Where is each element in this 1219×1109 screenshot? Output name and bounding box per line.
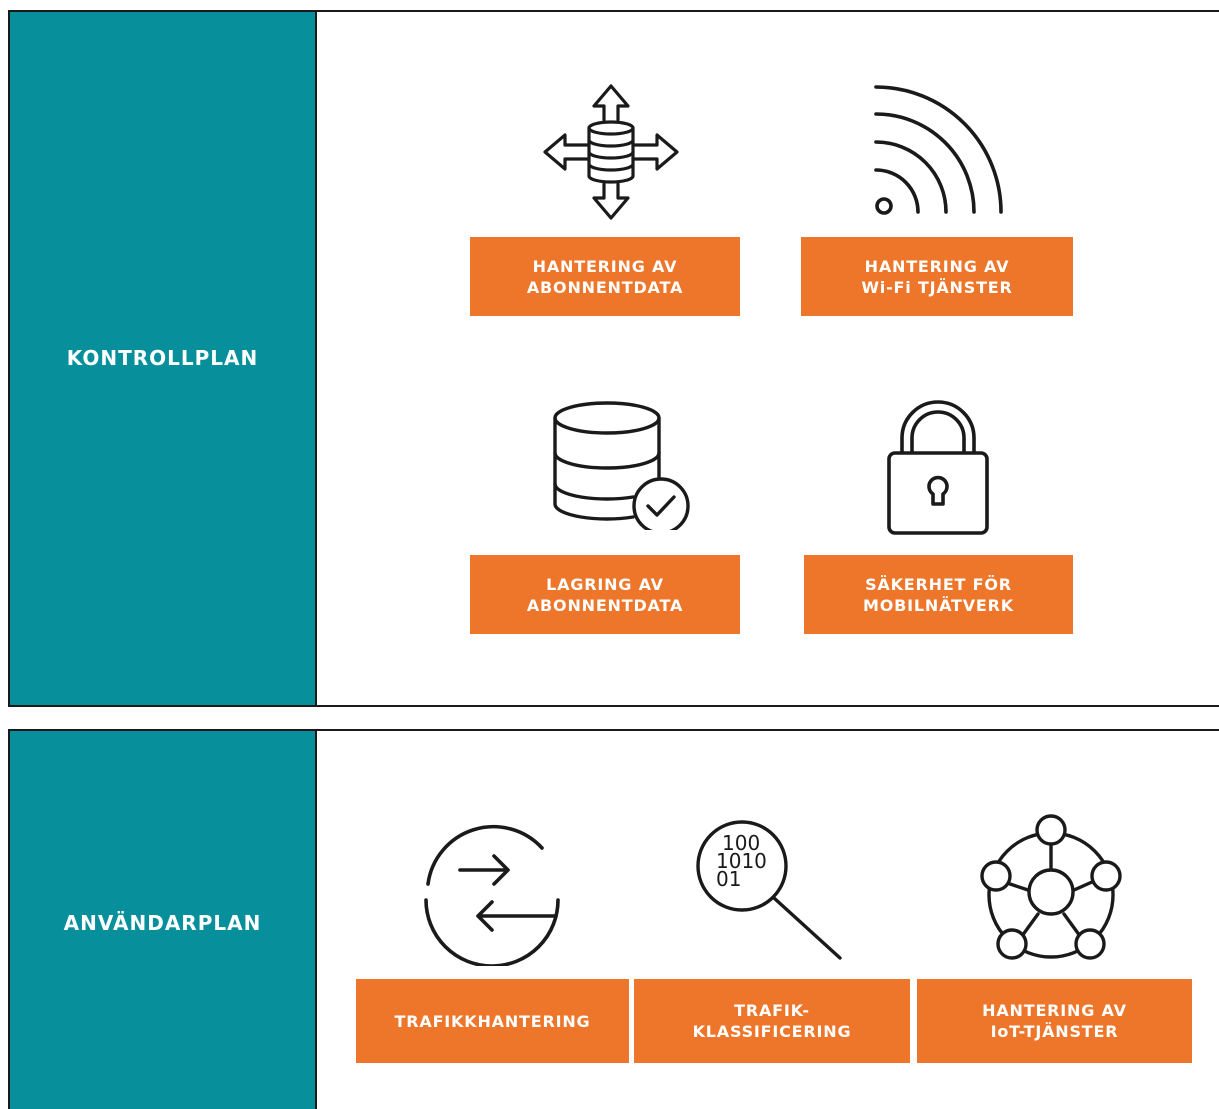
network-nodes-icon <box>968 812 1134 968</box>
label-subscriber-data-management: HANTERING AV ABONNENTDATA <box>470 237 740 316</box>
label-line-1: LAGRING AV <box>546 574 664 594</box>
binary-row-1: 100 <box>722 831 761 855</box>
control-plane-title: KONTROLLPLAN <box>66 346 259 370</box>
padlock-icon <box>886 400 990 536</box>
label-line-2: Wi-Fi TJÄNSTER <box>861 277 1013 297</box>
label-line-2: KLASSIFICERING <box>692 1022 852 1041</box>
label-line-1: HANTERING AV <box>982 1001 1127 1020</box>
control-plane-sidebar: KONTROLLPLAN <box>10 12 317 705</box>
user-plane-title: ANVÄNDARPLAN <box>63 911 262 935</box>
binary-row-2: 1010 <box>716 849 767 873</box>
label-line-1: TRAFIKKHANTERING <box>394 1011 591 1031</box>
label-line-2: MOBILNÄTVERK <box>863 595 1014 615</box>
binary-row-3: 01 <box>716 867 742 891</box>
label-line-2: ABONNENTDATA <box>526 277 684 297</box>
label-line-1: HANTERING AV <box>532 256 678 276</box>
label-line-2: IoT-TJÄNSTER <box>990 1022 1119 1041</box>
circular-exchange-arrows-icon <box>420 820 566 966</box>
label-mobile-network-security: SÄKERHET FÖR MOBILNÄTVERK <box>804 555 1073 634</box>
label-traffic-classification: TRAFIK- KLASSIFICERING <box>634 979 910 1063</box>
user-plane-sidebar: ANVÄNDARPLAN <box>10 731 317 1109</box>
label-line-1: SÄKERHET FÖR <box>865 574 1012 594</box>
label-traffic-management: TRAFIKKHANTERING <box>356 979 629 1063</box>
label-line-2: ABONNENTDATA <box>526 595 684 615</box>
label-wifi-services-management: HANTERING AV Wi-Fi TJÄNSTER <box>801 237 1073 316</box>
database-arrows-icon <box>543 84 679 220</box>
label-subscriber-data-storage: LAGRING AV ABONNENTDATA <box>470 555 740 634</box>
wifi-signal-icon <box>868 84 1008 218</box>
label-iot-services-management: HANTERING AV IoT-TJÄNSTER <box>917 979 1192 1063</box>
label-line-1: HANTERING AV <box>864 256 1010 276</box>
binary-magnifier-icon: 100 1010 01 <box>694 818 846 962</box>
label-line-1: TRAFIK- <box>734 1001 810 1020</box>
database-check-icon <box>553 400 693 530</box>
